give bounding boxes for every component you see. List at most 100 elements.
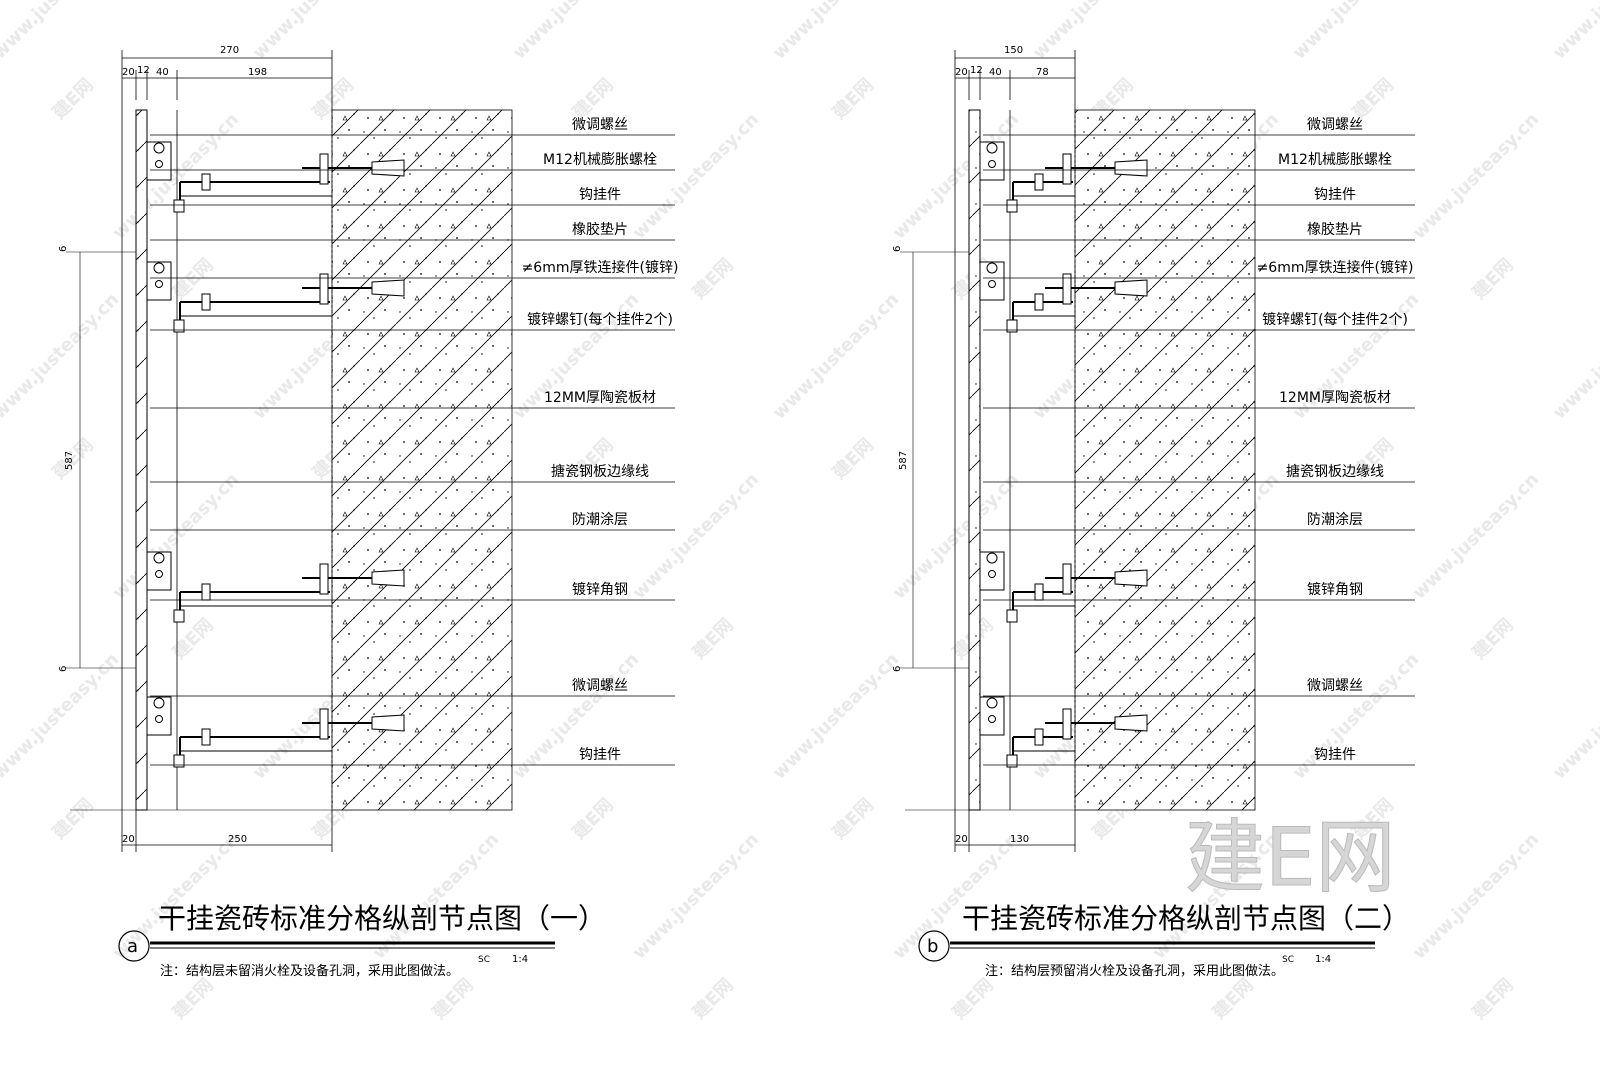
scale-prefix: SC: [478, 955, 490, 965]
annotation-label: 钩挂件: [1314, 187, 1356, 203]
annotation-label: 微调螺丝: [572, 678, 628, 694]
detail-title: 干挂瓷砖标准分格纵剖节点图（二）: [962, 902, 1410, 935]
watermark-logo: 建E网: [1468, 974, 1518, 1024]
dim-left-module: 587: [64, 451, 75, 470]
watermark-text: www.justeasy.cn: [509, 649, 644, 784]
watermark-logo: 建E网: [48, 794, 98, 844]
dim-overall: 270: [220, 45, 239, 56]
dim-bottom-seg2: 250: [228, 834, 247, 845]
annotation-label: 微调螺丝: [1307, 678, 1363, 694]
dim-seg3: 40: [989, 67, 1002, 78]
top-dimensions: [121, 50, 333, 110]
hanger-bracket: [979, 141, 1148, 213]
watermark-logo: 建E网: [168, 974, 218, 1024]
annotation-label: 镀锌螺钉(每个挂件2个): [1262, 311, 1408, 328]
annotation-label: 橡胶垫片: [1307, 221, 1363, 238]
annotation-label: 钩挂件: [579, 187, 621, 203]
detail-b: 150 20 12 40 78 6 587 6 20 130 微调螺丝M12机械…: [892, 45, 1415, 979]
dim-seg2: 12: [137, 65, 150, 76]
watermark-logo: 建E网: [48, 74, 98, 124]
concrete-wall: [331, 109, 513, 811]
dim-seg2: 12: [970, 65, 983, 76]
annotation-label: 防潮涂层: [572, 512, 628, 528]
watermark-logo: 建E网: [948, 974, 998, 1024]
watermark-text: www.justeasy.cn: [1549, 0, 1600, 64]
dim-bottom-seg1: 20: [122, 834, 135, 845]
watermark-text: www.justeasy.cn: [629, 829, 764, 964]
hanger-bracket: [146, 696, 405, 768]
annotation-labels-a: 微调螺丝M12机械膨胀螺栓钩挂件橡胶垫片≠6mm厚铁连接件(镀锌)镀锌螺钉(每个…: [150, 117, 679, 766]
watermark-text: www.justeasy.cn: [629, 469, 764, 604]
watermark-logo: 建E网: [1208, 974, 1258, 1024]
watermark-text: www.justeasy.cn: [1409, 109, 1544, 244]
detail-badge: [118, 930, 150, 962]
watermark-text: www.justeasy.cn: [1549, 649, 1600, 784]
annotation-label: 12MM厚陶瓷板材: [1279, 390, 1391, 406]
ceramic-panel: [968, 109, 981, 811]
bracket-group-a: [146, 141, 405, 768]
annotation-label: 镀锌角钢: [572, 581, 628, 598]
annotation-label: 12MM厚陶瓷板材: [544, 390, 656, 406]
annotation-label: M12机械膨胀螺栓: [543, 151, 657, 168]
annotation-label: 钩挂件: [1314, 747, 1356, 763]
annotation-label: 微调螺丝: [572, 117, 628, 133]
dim-left-gap-top: 6: [892, 246, 903, 252]
dim-bottom-seg2: 130: [1010, 834, 1029, 845]
watermark-text: www.justeasy.cn: [1029, 0, 1164, 64]
dim-left-gap-top: 6: [58, 246, 69, 252]
hanger-bracket: [979, 261, 1148, 333]
watermark-text: www.justeasy.cn: [1289, 649, 1424, 784]
watermark-text: www.justeasy.cn: [249, 0, 384, 64]
concrete-wall: [1074, 109, 1256, 811]
watermark-text: www.justeasy.cn: [629, 109, 764, 244]
watermark-logo: 建E网: [688, 254, 738, 304]
watermark-text: www.justeasy.cn: [0, 0, 123, 64]
annotation-label: 搪瓷钢板边缘线: [551, 464, 649, 480]
watermark-text: www.justeasy.cn: [109, 109, 244, 244]
dim-seg3: 40: [156, 67, 169, 78]
annotation-label: ≠6mm厚铁连接件(镀锌): [522, 259, 679, 276]
dim-bottom-seg1: 20: [955, 834, 968, 845]
watermark-logo: 建E网: [688, 614, 738, 664]
watermark-text: www.justeasy.cn: [1409, 829, 1544, 964]
watermark-text: www.justeasy.cn: [0, 289, 123, 424]
scale-value: 1:4: [1315, 954, 1331, 965]
dim-seg4: 78: [1036, 67, 1049, 78]
dim-overall: 150: [1004, 45, 1023, 56]
watermark-text: www.justeasy.cn: [769, 289, 904, 424]
detail-note: 注：结构层未留消火栓及设备孔洞，采用此图做法。: [160, 963, 459, 979]
detail-a: 270 20 12 40 198 6 587 6 20: [58, 45, 678, 979]
detail-title: 干挂瓷砖标准分格纵剖节点图（一）: [158, 902, 606, 935]
hanger-bracket: [146, 551, 405, 623]
annotation-label: 搪瓷钢板边缘线: [1286, 464, 1384, 480]
annotation-label: M12机械膨胀螺栓: [1278, 151, 1392, 168]
dim-left-gap-bottom: 6: [58, 666, 69, 672]
watermark-logo: 建E网: [688, 974, 738, 1024]
watermark-logo: 建E网: [1468, 254, 1518, 304]
dim-seg1: 20: [122, 67, 135, 78]
annotation-label: 微调螺丝: [1307, 117, 1363, 133]
watermark-logo: 建E网: [828, 74, 878, 124]
watermark-text: www.justeasy.cn: [769, 0, 904, 64]
corner-logo: 建E网: [1185, 811, 1396, 904]
watermark-text: www.justeasy.cn: [109, 469, 244, 604]
detail-note: 注：结构层预留消火栓及设备孔洞，采用此图做法。: [985, 963, 1284, 979]
watermark-text: www.justeasy.cn: [1289, 0, 1424, 64]
annotation-label: 镀锌角钢: [1307, 581, 1363, 598]
annotation-label: ≠6mm厚铁连接件(镀锌): [1257, 259, 1414, 276]
watermark-logo: 建E网: [828, 794, 878, 844]
top-dimensions: [954, 50, 1076, 110]
annotation-labels-b: 微调螺丝M12机械膨胀螺栓钩挂件橡胶垫片≠6mm厚铁连接件(镀锌)镀锌螺钉(每个…: [983, 117, 1415, 766]
scale-value: 1:4: [512, 954, 528, 965]
annotation-label: 橡胶垫片: [572, 221, 628, 238]
annotation-label: 钩挂件: [579, 747, 621, 763]
scale-prefix: SC: [1282, 955, 1294, 965]
bracket-group-b: [979, 141, 1148, 768]
watermark-text: www.justeasy.cn: [509, 0, 644, 64]
ceramic-panel: [135, 109, 148, 811]
watermark-text: www.justeasy.cn: [769, 649, 904, 784]
watermark-logo: 建E网: [428, 974, 478, 1024]
dim-seg1: 20: [955, 67, 968, 78]
annotation-label: 镀锌螺钉(每个挂件2个): [527, 311, 673, 328]
